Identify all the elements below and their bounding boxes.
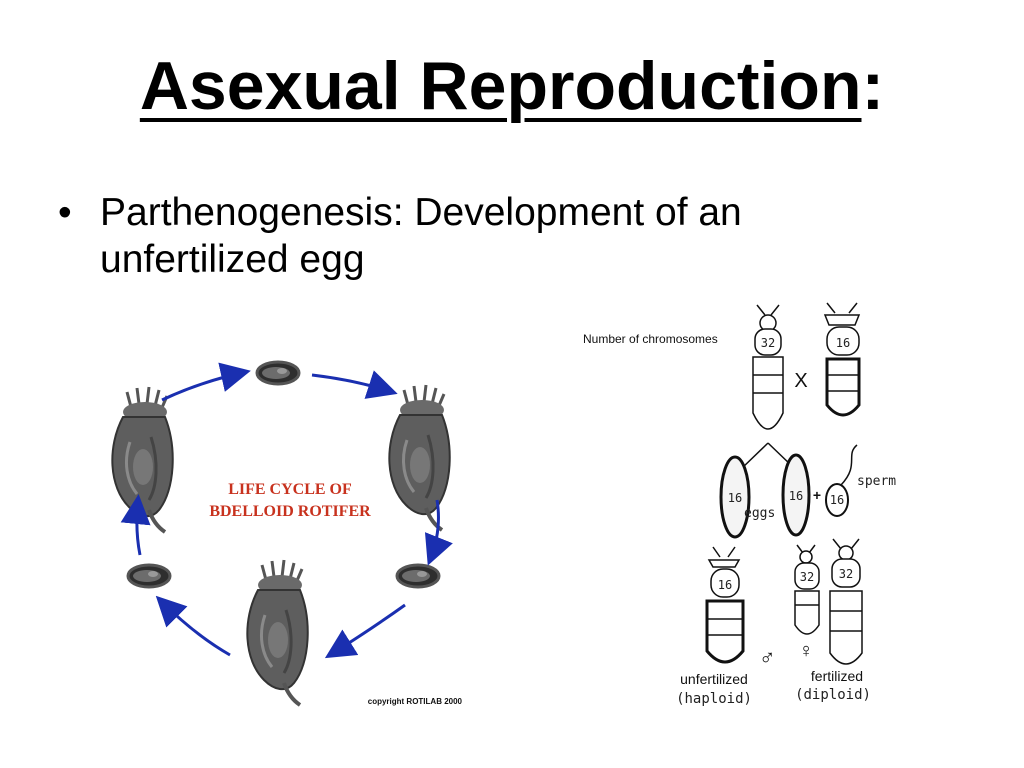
- egg-left-count: 16: [728, 491, 742, 505]
- female-parent-figure: [752, 304, 784, 430]
- bullet-item: • Parthenogenesis: Development of an unf…: [58, 190, 938, 284]
- diploid-label: (diploid): [795, 687, 871, 703]
- male-offspring-figure: [705, 546, 745, 664]
- slide-title-colon: :: [861, 48, 885, 124]
- male-offspring-count: 16: [718, 578, 732, 592]
- egg-right-count: 16: [789, 489, 803, 503]
- rotifer-icon: [110, 385, 175, 534]
- rotifer-icon: [245, 558, 310, 707]
- female-offspring-a-figure: [794, 544, 820, 635]
- sperm-tail: [840, 444, 858, 486]
- cycle-arrows: [120, 362, 453, 659]
- caption-line-1: LIFE CYCLE OF: [228, 481, 352, 498]
- sperm-count: 16: [830, 493, 844, 507]
- egg-icon: [395, 563, 441, 589]
- rotifer-icon: [387, 383, 452, 532]
- egg-icon: [255, 360, 301, 386]
- female-symbol-icon: ♀: [799, 640, 814, 662]
- chromosome-count-label: Number of chromosomes: [583, 332, 718, 346]
- egg-icon: [126, 563, 172, 589]
- sperm-label: sperm: [857, 474, 896, 489]
- copyright-text: copyright ROTILAB 2000: [368, 697, 463, 706]
- chromosome-diagram: Number of chromosomes 32 16 X 16 16 + 16…: [583, 302, 896, 707]
- female-offspring-b-figure: [829, 538, 863, 665]
- slide-title-text: Asexual Reproduction: [139, 48, 862, 124]
- male-parent-figure: [823, 302, 861, 417]
- female-offspring-a-count: 32: [800, 570, 814, 584]
- egg-left-icon: [719, 455, 751, 539]
- plus-symbol: +: [813, 487, 821, 503]
- bullet-list: • Parthenogenesis: Development of an unf…: [58, 190, 938, 284]
- haploid-label: (haploid): [676, 691, 752, 707]
- bullet-text: Parthenogenesis: Development of an unfer…: [100, 191, 742, 281]
- rotifer-life-cycle-figure: LIFE CYCLE OF BDELLOID ROTIFER copyright…: [110, 360, 463, 707]
- fertilized-label: fertilized: [811, 668, 863, 684]
- female-parent-count: 32: [761, 336, 775, 350]
- male-parent-count: 16: [836, 336, 850, 350]
- unfertilized-label: unfertilized: [680, 671, 748, 687]
- caption-line-2: BDELLOID ROTIFER: [209, 503, 371, 520]
- egg-right-icon: [781, 453, 811, 537]
- female-offspring-b-count: 32: [839, 567, 853, 581]
- sperm-icon: [825, 483, 849, 517]
- cross-symbol: X: [794, 370, 807, 392]
- slide-title: Asexual Reproduction:: [0, 52, 1024, 120]
- bullet-marker: •: [58, 191, 72, 234]
- eggs-label: eggs: [744, 506, 775, 521]
- male-symbol-icon: ♂: [759, 645, 776, 670]
